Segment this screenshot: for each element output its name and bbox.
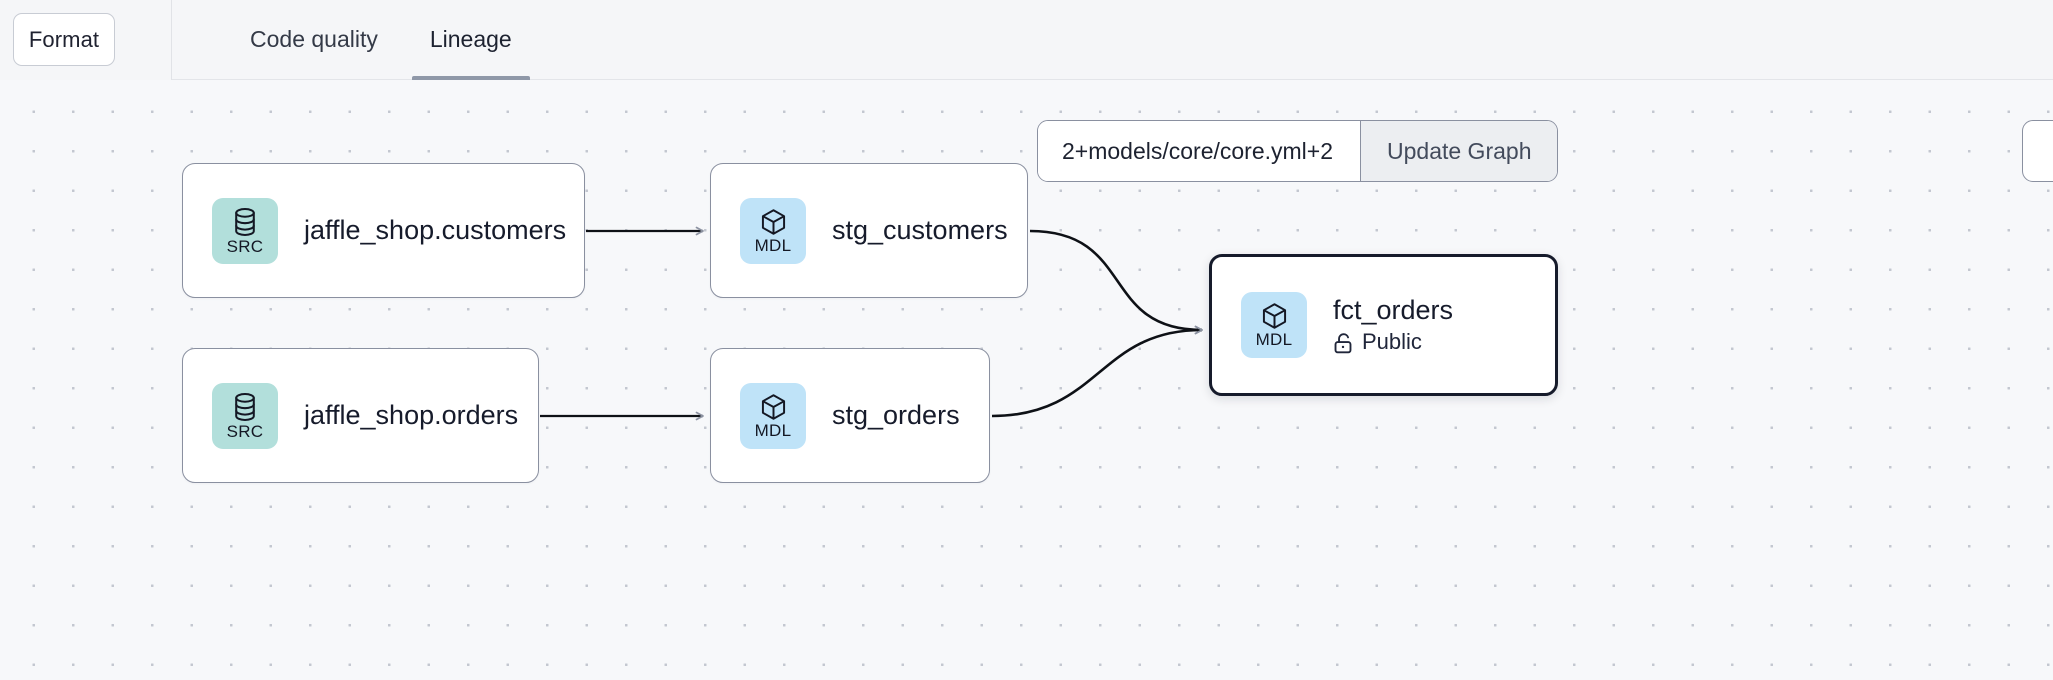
badge-kind-label: MDL [754,235,792,255]
format-zone: Format [0,0,172,80]
node-title: jaffle_shop.customers [304,214,567,245]
unlock-icon [1334,332,1352,353]
source-badge: SRC [212,197,278,264]
graph-overflow-control[interactable] [2022,120,2053,182]
tab-code-quality[interactable]: Code quality [250,26,378,52]
model-badge: MDL [1241,292,1307,358]
tab-lineage[interactable]: Lineage [404,0,538,80]
node-body: jaffle_shop.customers [304,215,566,246]
node-body: stg_customers [832,215,1008,246]
lineage-node-stg-orders[interactable]: MDL stg_orders [710,348,990,483]
node-title: stg_customers [832,214,1008,245]
lineage-node-fct-orders[interactable]: MDL fct_orders Public [1209,254,1558,396]
edge-stg-customers-to-fct-orders [1029,229,1203,335]
badge-kind-label: MDL [1255,330,1293,349]
badge-kind-label: MDL [754,420,792,440]
tab-bar: Code quality Lineage [172,0,538,80]
cube-icon [1262,303,1286,329]
update-graph-button[interactable]: Update Graph [1360,121,1558,181]
badge-kind-label: SRC [226,421,264,441]
node-title: fct_orders [1333,295,1454,326]
node-body: stg_orders [832,400,960,431]
node-access-row: Public [1333,330,1453,354]
cube-icon [761,208,785,235]
node-body: fct_orders Public [1333,295,1453,354]
node-title: jaffle_shop.orders [304,399,519,430]
lineage-node-stg-customers[interactable]: MDL stg_customers [710,163,1028,298]
database-icon [235,392,255,421]
lineage-canvas[interactable]: SRC jaffle_shop.customers MDL stg_custom… [0,80,2053,680]
badge-kind-label: SRC [226,236,264,256]
node-access-label: Public [1362,329,1422,355]
source-badge: SRC [212,382,278,449]
model-badge: MDL [740,382,806,449]
dbt-selector-input[interactable] [1038,121,1360,181]
cube-icon [761,393,785,420]
lineage-node-jaffle-shop-customers[interactable]: SRC jaffle_shop.customers [182,163,585,298]
node-body: jaffle_shop.orders [304,400,518,431]
model-badge: MDL [740,197,806,264]
lineage-node-jaffle-shop-orders[interactable]: SRC jaffle_shop.orders [182,348,539,483]
graph-selector-group: Update Graph [1037,120,1559,182]
edge-stg-orders-to-fct-orders [991,325,1203,418]
database-icon [235,207,255,236]
top-toolbar: Format Code quality Lineage [0,0,2053,80]
node-title: stg_orders [832,399,960,430]
format-button[interactable]: Format [13,13,115,66]
